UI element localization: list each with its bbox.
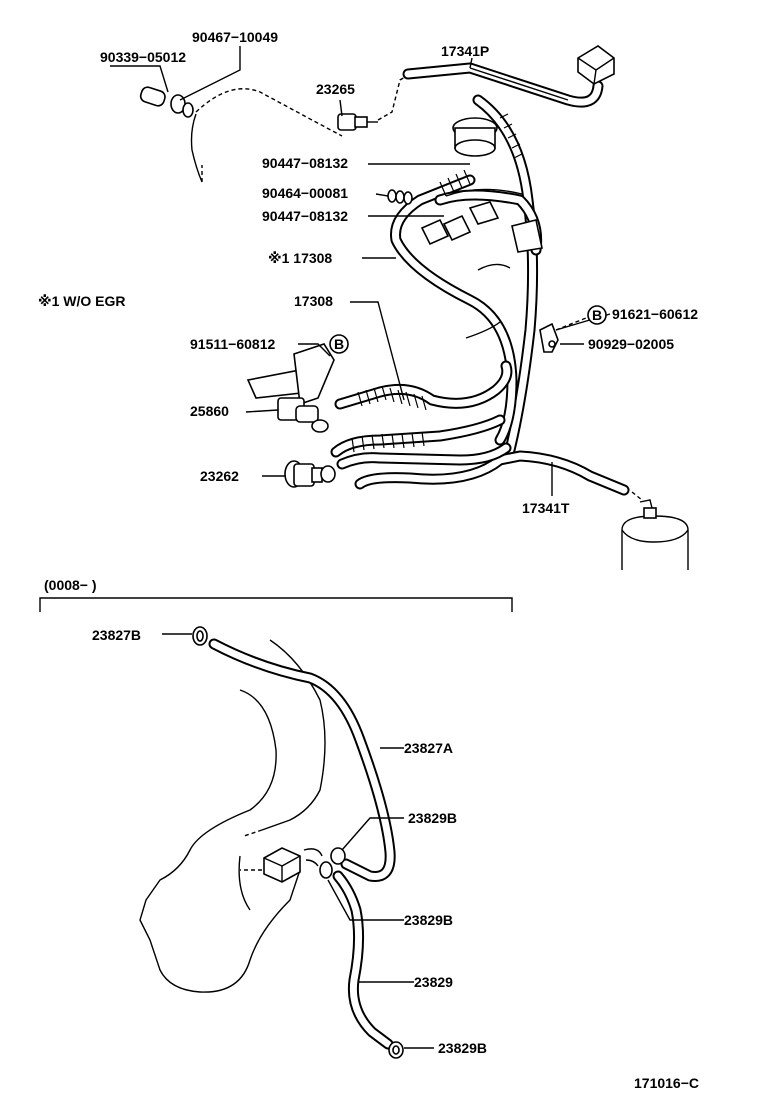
- label-17341T: 17341T: [522, 500, 570, 516]
- svg-text:B: B: [592, 307, 602, 323]
- label-23829B-a: 23829B: [408, 810, 457, 826]
- connector-17341P-icon: [577, 45, 615, 85]
- clamp-23829B-a-icon: [330, 847, 346, 865]
- bracket-90929-icon: [539, 322, 559, 353]
- label-17308-egr: ※1 17308: [268, 250, 332, 266]
- canister-icon: [621, 499, 689, 570]
- plug-90339-icon: [139, 86, 166, 107]
- upper-assembly: B B 90467−10049 90339−05012 17341P 23265…: [38, 29, 698, 570]
- small-hose-left: [190, 113, 203, 183]
- dashed-connector-23265: [377, 73, 411, 121]
- leader-lines-lower: [162, 633, 434, 1049]
- label-90447-a: 90447−08132: [262, 155, 348, 171]
- variant-bracket: [39, 597, 513, 612]
- filter-23262-icon: [284, 460, 336, 488]
- label-variant-date: (0008− ): [44, 577, 97, 593]
- label-17341P: 17341P: [441, 43, 489, 59]
- ribs-17308: [357, 385, 427, 411]
- tube-17341P: [469, 67, 569, 101]
- bracket-25860-icon: [246, 343, 335, 433]
- lower-variant-assembly: (0008− ): [39, 577, 513, 1059]
- clamp-23827B-icon: [192, 626, 208, 646]
- figure-number: 171016−C: [634, 1075, 699, 1091]
- label-23265: 23265: [316, 81, 355, 97]
- ribs-lower: [351, 431, 425, 453]
- vsv-unit-icon: [452, 117, 498, 157]
- label-note-wo-egr: ※1 W/O EGR: [38, 293, 126, 309]
- dashed-connector-left: [195, 88, 343, 182]
- clamp-23829B-b-icon: [319, 861, 333, 879]
- label-90464: 90464−00081: [262, 185, 348, 201]
- label-23262: 23262: [200, 468, 239, 484]
- valve-23265-icon: [337, 113, 378, 131]
- label-23827A: 23827A: [404, 740, 453, 756]
- clip-cluster-icon: [420, 201, 543, 253]
- label-23829B-b: 23829B: [404, 912, 453, 928]
- clamp-23829B-c-icon: [388, 1041, 404, 1059]
- dashed-91621: [555, 317, 587, 331]
- label-17308: 17308: [294, 293, 333, 309]
- label-91621: 91621−60612: [612, 306, 698, 322]
- svg-text:B: B: [334, 336, 344, 352]
- dashed-17341T: [631, 491, 643, 501]
- ribs-upper: [439, 113, 523, 197]
- label-23829B-c: 23829B: [438, 1040, 487, 1056]
- label-91511: 91511−60812: [190, 336, 275, 352]
- label-90467: 90467−10049: [192, 29, 278, 45]
- spring-90464-icon: [387, 189, 413, 205]
- label-23829: 23829: [414, 974, 453, 990]
- marker-b-2: B: [329, 334, 349, 354]
- engine-outline: [139, 689, 301, 993]
- leader-lines-upper: [110, 46, 611, 496]
- sensor-connector-icon: [263, 847, 301, 883]
- marker-b-1: B: [587, 305, 607, 325]
- label-23827B: 23827B: [92, 627, 141, 643]
- label-25860: 25860: [190, 403, 229, 419]
- intake-outline: [445, 188, 523, 339]
- label-90929: 90929−02005: [588, 336, 674, 352]
- label-90447-b: 90447−08132: [262, 208, 348, 224]
- label-90339: 90339−05012: [100, 49, 186, 65]
